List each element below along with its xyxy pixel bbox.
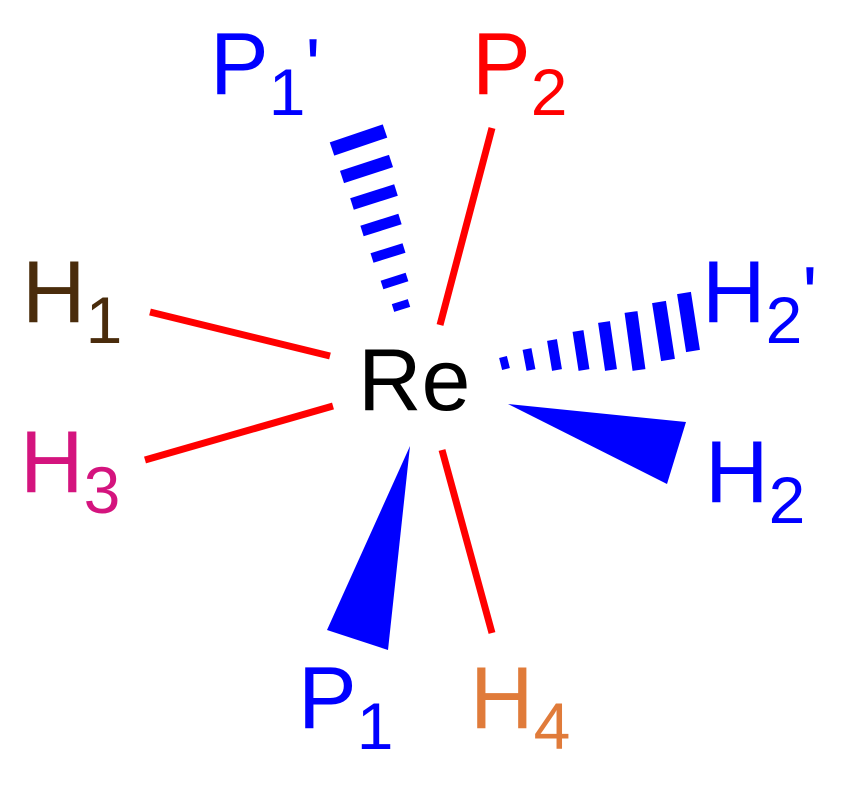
prime-mark: ' (802, 250, 818, 339)
atom-symbol: P (472, 14, 531, 113)
atom-index: 1 (356, 689, 394, 764)
hashed-wedge-bond-re-h2prime (499, 291, 700, 371)
atom-index: 2 (530, 55, 568, 130)
atom-p1: P1 (298, 654, 393, 760)
atom-symbol: H (20, 412, 84, 511)
atom-index: 4 (533, 689, 571, 764)
atom-h3: H3 (20, 418, 120, 524)
atom-h2-prime: H2' (702, 248, 818, 354)
hashed-wedge-bond-re-p1prime (329, 124, 411, 312)
atom-index: 1 (268, 55, 306, 130)
bond-re-h4 (438, 449, 496, 634)
bond-re-p2 (436, 127, 496, 326)
atom-h4: H4 (470, 654, 570, 760)
atom-symbol: P (298, 648, 357, 747)
atom-h2: H2 (705, 428, 805, 534)
atom-symbol: P (210, 14, 269, 113)
atom-index: 1 (85, 283, 123, 358)
bond-re-h3 (144, 402, 334, 464)
atom-index: 2 (765, 283, 803, 358)
wedge-bond-re-h2 (508, 404, 686, 484)
atom-re: Re (358, 336, 471, 424)
atom-symbol: H (702, 242, 766, 341)
atom-symbol: Re (358, 330, 471, 429)
atom-index: 3 (83, 453, 121, 528)
prime-mark: ' (305, 22, 321, 111)
atom-h1: H1 (22, 248, 122, 354)
bond-re-h1 (149, 308, 331, 360)
wedge-bond-re-p1 (327, 446, 410, 650)
atom-symbol: H (22, 242, 86, 341)
atom-symbol: H (705, 422, 769, 521)
atom-p1-prime: P1' (210, 20, 321, 126)
atom-index: 2 (768, 463, 806, 538)
atom-p2: P2 (472, 20, 567, 126)
atom-symbol: H (470, 648, 534, 747)
